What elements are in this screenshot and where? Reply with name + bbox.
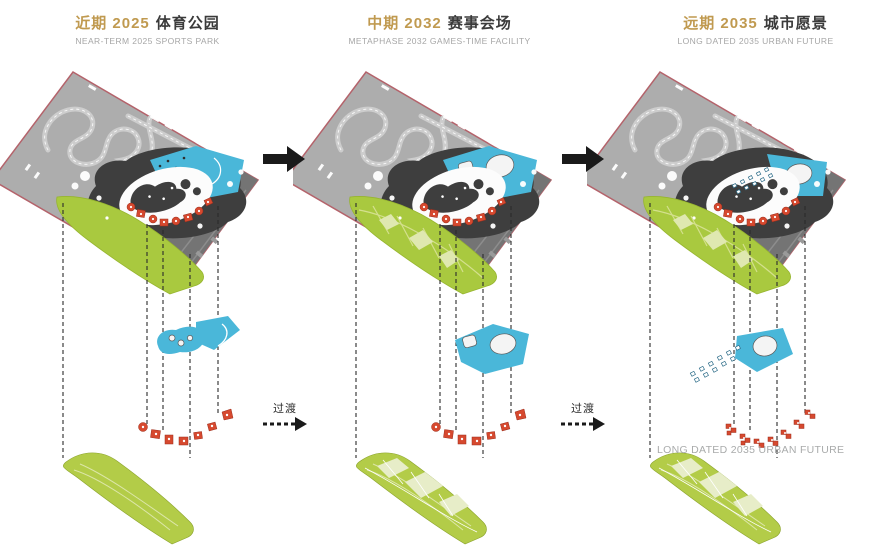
phase-arrow-2 [562, 144, 604, 174]
arrow-right-icon [562, 146, 604, 172]
arrow-right-icon [263, 146, 305, 172]
phase-3-title-highlight: 远期 2035 [683, 15, 758, 32]
transition-2-label: 过渡 [571, 403, 595, 415]
dashed-arrow-right-icon [263, 417, 307, 431]
phase-2-header: 中期 2032 赛事会场 METAPHASE 2032 GAMES-TIME FA… [332, 12, 547, 46]
phase-3-header: 远期 2035 城市愿景 LONG DATED 2035 URBAN FUTURE [648, 12, 863, 46]
urban-future-annotation: LONG DATED 2035 URBAN FUTURE [657, 444, 845, 456]
phase-3-diagram [587, 58, 880, 545]
phase-1-diagram [0, 58, 293, 545]
red-cluster-layer [725, 409, 816, 448]
urban-cluster-on-plate [731, 167, 774, 195]
transition-1-label: 过渡 [273, 403, 297, 415]
transition-1: 过渡 [261, 400, 309, 437]
dashed-arrow-right-icon [561, 417, 605, 431]
aquatic-layer-p3 [689, 328, 793, 383]
phase-2-subtitle: METAPHASE 2032 GAMES-TIME FACILITY [348, 36, 531, 46]
phase-2-diagram [293, 58, 586, 545]
phase-1-title-highlight: 近期 2025 [75, 15, 150, 32]
aquatic-layer-p2 [455, 324, 529, 374]
urban-cluster-layer [689, 344, 741, 383]
phase-1-title: 近期 2025 体育公园 [40, 12, 255, 33]
phase-3-subtitle: LONG DATED 2035 URBAN FUTURE [677, 36, 834, 46]
aquatic-layer-p1 [157, 316, 240, 354]
phase-1-subtitle: NEAR-TERM 2025 SPORTS PARK [75, 36, 220, 46]
phase-2-title: 中期 2032 赛事会场 [332, 12, 547, 33]
phase-2-title-highlight: 中期 2032 [367, 15, 442, 32]
transition-2: 过渡 [559, 400, 607, 437]
phase-1-header: 近期 2025 体育公园 NEAR-TERM 2025 SPORTS PARK [40, 12, 255, 46]
phase-3-title: 远期 2035 城市愿景 [648, 12, 863, 33]
phase-1-title-rest: 体育公园 [155, 15, 220, 32]
phase-2-title-rest: 赛事会场 [447, 15, 512, 32]
phase-arrow-1 [263, 144, 305, 174]
phase-3-title-rest: 城市愿景 [763, 15, 828, 32]
